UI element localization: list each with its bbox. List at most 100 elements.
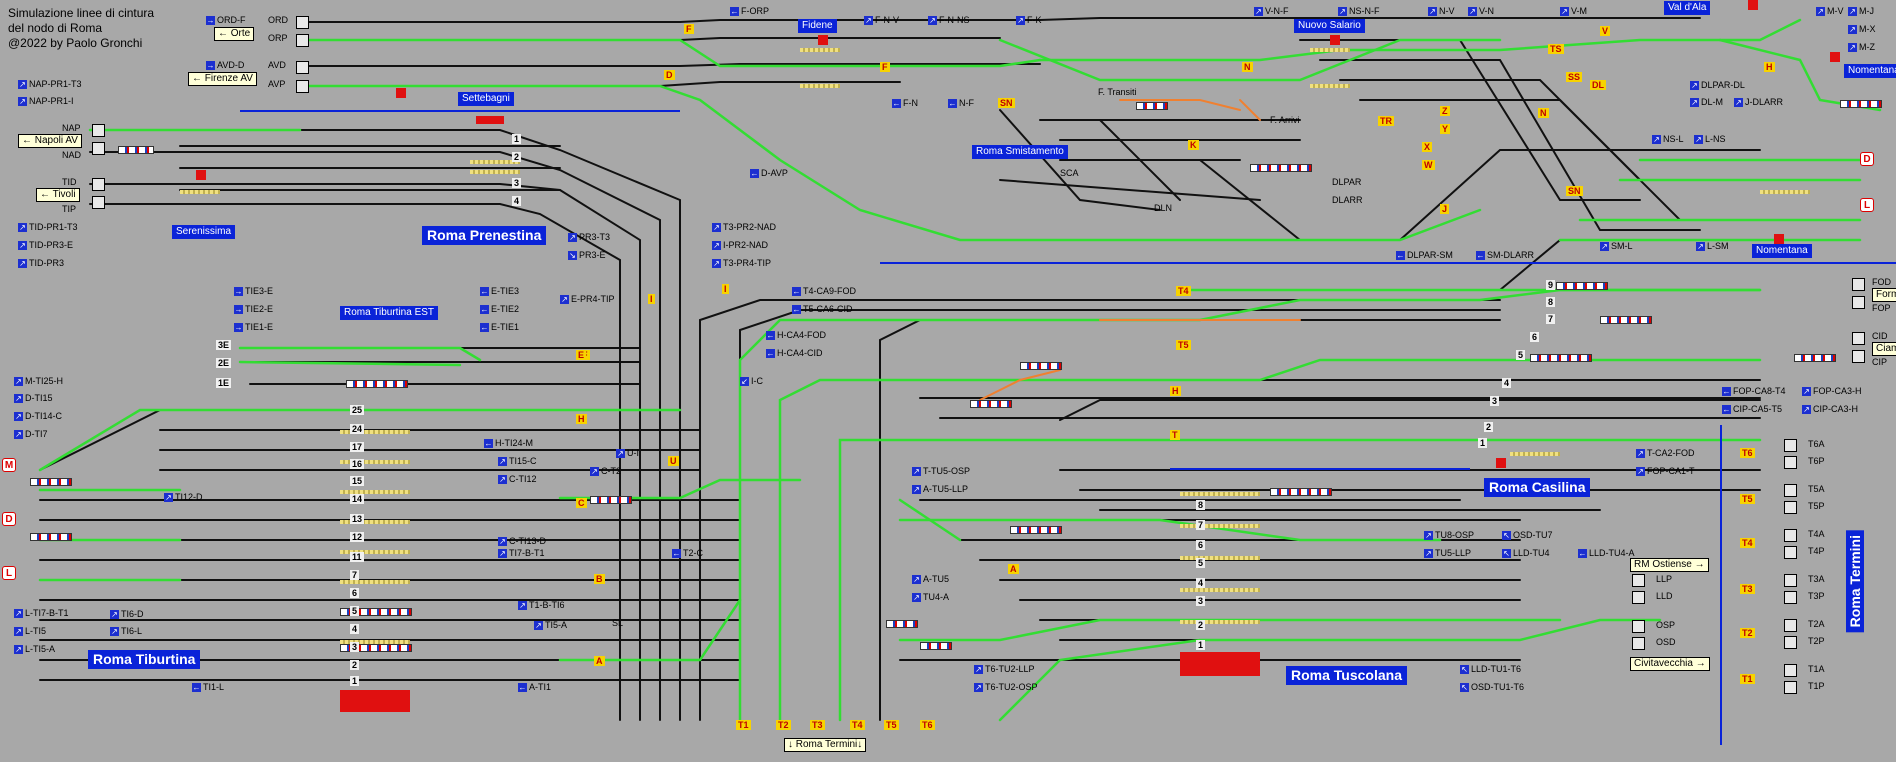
cmd-osd-tu1-t6[interactable]: ↖OSD-TU1-T6 [1460,682,1525,693]
cmd-t2-c[interactable]: ←T2-C [672,548,703,559]
cmd-v-n-f[interactable]: ↗V-N-F [1254,6,1289,17]
cmd-osd-tu7[interactable]: ↖OSD-TU7 [1502,530,1553,541]
cmd-lld-tu4[interactable]: ↖LLD-TU4 [1502,548,1550,559]
cmd-lld-tu4-a[interactable]: ←LLD-TU4-A [1578,548,1635,559]
cmd-e-tie2[interactable]: ←E-TIE2 [480,304,520,315]
cmd-ti5-a[interactable]: ↗TI5-A [534,620,568,631]
signal-box[interactable] [1784,456,1797,469]
train[interactable] [1600,316,1652,324]
cmd-nap-pr1-t3[interactable]: ↗NAP-PR1-T3 [18,79,82,90]
cmd-f-n-v[interactable]: ↗F-N-V [864,15,899,26]
destination-termini-button[interactable]: ↓ Roma Termini↓ [784,738,867,752]
train[interactable] [340,608,412,616]
cmd-fop-ca3-h[interactable]: ↗FOP-CA3-H [1802,386,1862,397]
destination-firenze-button[interactable]: ← Firenze AV [188,72,257,86]
cmd-m-ti25-h[interactable]: ↗M-TI25-H [14,376,63,387]
cmd-u-i[interactable]: ↗U-I [616,448,639,459]
cmd-ns-l[interactable]: ↗NS-L [1652,134,1684,145]
signal-box[interactable] [1784,484,1797,497]
cmd-d-ti15[interactable]: ↗D-TI15 [14,393,53,404]
cmd-l-ti5[interactable]: ↗L-TI5 [14,626,47,637]
cmd-d-ti14-c[interactable]: ↗D-TI14-C [14,411,63,422]
cmd-t6-tu2-llp[interactable]: ↗T6-TU2-LLP [974,664,1035,675]
signal-box[interactable] [1632,574,1645,587]
cmd-m-v[interactable]: ↗M-V [1816,6,1844,17]
cmd-sm-dlarr[interactable]: ←SM-DLARR [1476,250,1535,261]
train[interactable] [340,644,412,652]
train[interactable] [1270,488,1332,496]
train[interactable] [1250,164,1312,172]
cmd-nap-pr1-i[interactable]: ↗NAP-PR1-I [18,96,74,107]
signal-box[interactable] [1784,439,1797,452]
signal-box[interactable] [1852,278,1865,291]
cmd-ti7-b-t1[interactable]: ↗TI7-B-T1 [498,548,545,559]
signal-box[interactable] [92,196,105,209]
cmd-cip-ca5-t5[interactable]: ←CIP-CA5-T5 [1722,404,1783,415]
cmd-d-ti7[interactable]: ↗D-TI7 [14,429,48,440]
cmd-tid-pr1-t3[interactable]: ↗TID-PR1-T3 [18,222,78,233]
signal-box[interactable] [1852,332,1865,345]
train[interactable] [886,620,918,628]
signal-box[interactable] [1784,681,1797,694]
cmd-i-pr2-nad[interactable]: ↗I-PR2-NAD [712,240,769,251]
train[interactable] [346,380,408,388]
cmd-e-tie1[interactable]: ←E-TIE1 [480,322,520,333]
line-marker-l[interactable]: L [2,566,16,580]
cmd-t1-b-ti6[interactable]: ↗T1-B-TI6 [518,600,565,611]
signal-box[interactable] [1632,591,1645,604]
cmd-lld-tu1-t6[interactable]: ↖LLD-TU1-T6 [1460,664,1522,675]
cmd-n-v[interactable]: ↗N-V [1428,6,1455,17]
cmd-ord-f[interactable]: →ORD-F [206,15,246,26]
signal-box[interactable] [1784,591,1797,604]
destination-napoli-button[interactable]: ← Napoli AV [18,134,82,148]
cmd-f-n[interactable]: ←F-N [892,98,918,109]
destination-tivoli-button[interactable]: ← Tivoli [36,188,80,202]
signal-box[interactable] [296,34,309,47]
cmd-h-ti24-m[interactable]: ←H-TI24-M [484,438,533,449]
cmd-l-sm[interactable]: ↗L-SM [1696,241,1729,252]
cmd-t-ca2-fod[interactable]: ↗T-CA2-FOD [1636,448,1695,459]
cmd-l-ns[interactable]: ↗L-NS [1694,134,1726,145]
cmd-i-c[interactable]: ↙I-C [740,376,763,387]
signal-box[interactable] [92,142,105,155]
cmd-tu5-llp[interactable]: ↗TU5-LLP [1424,548,1472,559]
signal-box[interactable] [296,16,309,29]
cmd-c-ti13-d[interactable]: ↗C-TI13-D [498,536,547,547]
line-marker-d[interactable]: D [2,512,16,526]
cmd-m-x[interactable]: ↗M-X [1848,24,1876,35]
cmd-tu8-osp[interactable]: ↗TU8-OSP [1424,530,1475,541]
signal-box[interactable] [1784,501,1797,514]
signal-box[interactable] [1784,546,1797,559]
train[interactable] [590,496,632,504]
destination-ciampino-button[interactable]: Ciam [1872,342,1896,356]
train[interactable] [1020,362,1062,370]
cmd-m-z[interactable]: ↗M-Z [1848,42,1875,53]
signal-box[interactable] [1784,529,1797,542]
cmd-tie2-e[interactable]: →TIE2-E [234,304,274,315]
cmd-m-j[interactable]: ↗M-J [1848,6,1874,17]
cmd-c-ti12[interactable]: ↗C-TI12 [498,474,537,485]
train[interactable] [1794,354,1836,362]
cmd-dlpar-dl[interactable]: ↗DLPAR-DL [1690,80,1745,91]
cmd-dl-m[interactable]: ↗DL-M [1690,97,1723,108]
cmd-c-t2[interactable]: ↗C-T2 [590,466,621,477]
cmd-fop-ca1-t[interactable]: ↗FOP-CA1-T [1636,466,1695,477]
cmd-ti12-d[interactable]: ↗TI12-D [164,492,203,503]
cmd-d-avp[interactable]: ←D-AVP [750,168,788,179]
cmd-tid-pr3-e[interactable]: ↗TID-PR3-E [18,240,74,251]
cmd-pr3-t3[interactable]: ↗PR3-T3 [568,232,611,243]
signal-box[interactable] [1632,637,1645,650]
cmd-dlpar-sm[interactable]: ←DLPAR-SM [1396,250,1453,261]
train[interactable] [1840,100,1882,108]
cmd-v-n[interactable]: ↗V-N [1468,6,1495,17]
cmd-t6-tu2-osp[interactable]: ↗T6-TU2-OSP [974,682,1038,693]
cmd-avd-d[interactable]: →AVD-D [206,60,245,71]
cmd-cip-ca3-h[interactable]: ↗CIP-CA3-H [1802,404,1859,415]
train[interactable] [920,642,952,650]
cmd-h-ca4-fod[interactable]: ←H-CA4-FOD [766,330,826,341]
signal-box[interactable] [1852,350,1865,363]
cmd-tie3-e[interactable]: →TIE3-E [234,286,274,297]
destination-civitavecchia-button[interactable]: Civitavecchia → [1630,657,1710,671]
cmd-l-ti7-b-t1[interactable]: ↗L-TI7-B-T1 [14,608,69,619]
cmd-v-m[interactable]: ↗V-M [1560,6,1588,17]
